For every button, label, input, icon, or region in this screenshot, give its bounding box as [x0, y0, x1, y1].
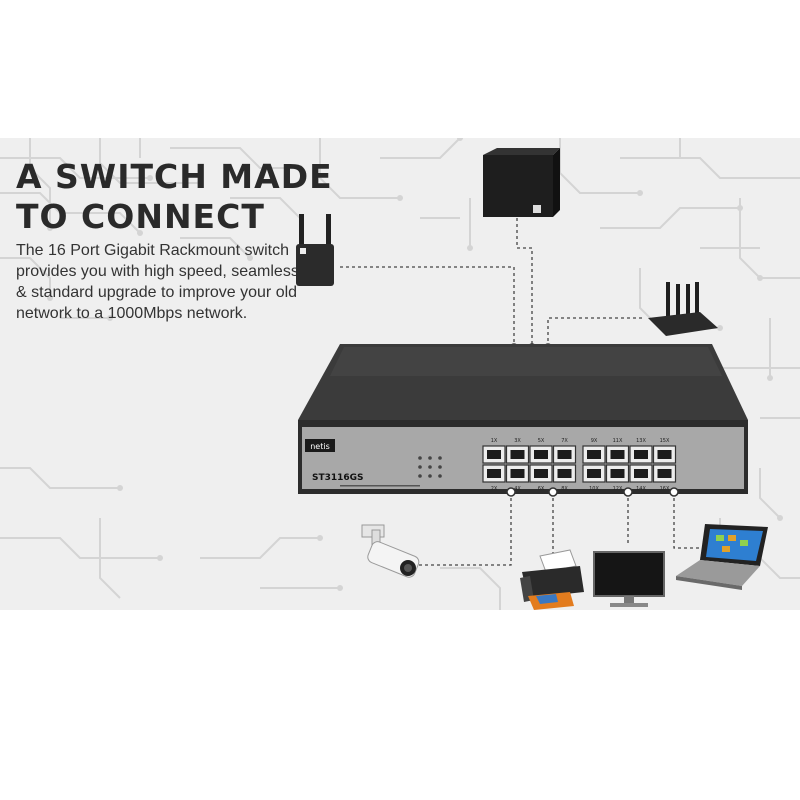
ethernet-port-socket — [634, 450, 648, 459]
port-label: 3X — [514, 438, 521, 444]
ethernet-port-socket — [487, 469, 501, 478]
port-label: 1X — [491, 438, 498, 444]
ethernet-port-socket — [587, 450, 601, 459]
ethernet-port-socket — [657, 450, 672, 459]
range-extender-icon — [296, 214, 334, 286]
port-label: 5X — [538, 438, 545, 444]
connection-lines-top — [340, 218, 645, 347]
connection-lines-bottom — [415, 492, 705, 566]
port-label: 13X — [636, 438, 646, 444]
laptop-icon — [676, 524, 768, 590]
ethernet-port-socket — [534, 469, 548, 478]
network-switch: netis ST3116GS 1X 3X 5X 7X 9X 11X 13X 15X 2X 4X 6… — [298, 344, 748, 494]
port-label: 11X — [613, 438, 623, 444]
port-label: 14X — [636, 486, 646, 492]
switch-model: ST3116GS — [312, 473, 364, 483]
ethernet-port-socket — [587, 469, 601, 478]
ethernet-port-socket — [510, 450, 525, 459]
port-label: 12X — [613, 486, 623, 492]
router-icon — [648, 282, 718, 336]
headline: A SWITCH MADE TO CONNECT — [16, 157, 333, 237]
monitor-icon — [593, 551, 665, 607]
port-label: 9X — [591, 438, 598, 444]
printer-icon — [520, 549, 584, 610]
ip-camera-icon — [361, 524, 420, 578]
ethernet-port-socket — [557, 450, 572, 459]
status-leds — [418, 456, 442, 478]
product-description: The 16 Port Gigabit Rackmount switch pro… — [16, 242, 299, 322]
port-label: 2X — [491, 486, 498, 492]
ethernet-port-socket — [534, 450, 548, 459]
ethernet-port-socket — [510, 469, 525, 478]
switch-brand-badge — [305, 439, 335, 452]
ethernet-port-socket — [610, 450, 625, 459]
ethernet-port-socket — [657, 469, 672, 478]
headline-line-1: A SWITCH MADE — [16, 157, 333, 196]
port-labels-top: 1X 3X 5X 7X 9X 11X 13X 15X — [491, 438, 670, 444]
ethernet-port-socket — [634, 469, 648, 478]
port-label: 8X — [561, 486, 568, 492]
ethernet-port-socket — [557, 469, 572, 478]
switch-brand: netis — [310, 442, 330, 451]
port-labels-bottom: 2X 4X 6X 8X 10X 12X 14X 16X — [491, 486, 670, 492]
port-label: 16X — [660, 486, 670, 492]
headline-line-2: TO CONNECT — [16, 197, 265, 236]
connection-nodes-bottom — [506, 487, 679, 497]
ethernet-port-socket — [610, 469, 625, 478]
port-label: 7X — [561, 438, 568, 444]
subwoofer-icon — [483, 148, 560, 217]
port-label: 10X — [589, 486, 599, 492]
ethernet-ports — [482, 445, 677, 483]
ethernet-port-socket — [487, 450, 501, 459]
port-label: 4X — [514, 486, 521, 492]
port-label: 15X — [660, 438, 670, 444]
port-label: 6X — [538, 486, 545, 492]
